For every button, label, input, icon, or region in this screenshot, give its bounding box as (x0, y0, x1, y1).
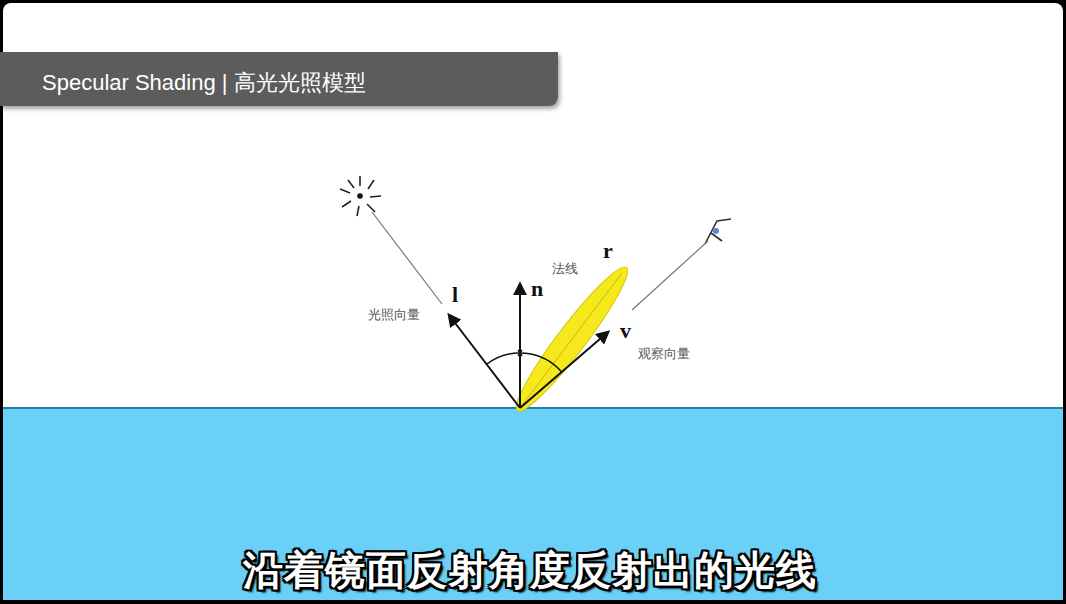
reflection-vector (520, 273, 622, 408)
surface-line (3, 407, 1063, 409)
title: Specular Shading | 高光光照模型 (42, 68, 366, 98)
caption: 沿着镜面反射角度反射出的光线 (0, 543, 1060, 598)
specular-lobe (506, 259, 637, 419)
light-source (340, 176, 381, 216)
vector-name: l (452, 282, 458, 308)
vector-name: v (620, 318, 631, 344)
view-vector (520, 332, 608, 408)
vector-name: r (603, 238, 613, 264)
light-ray (372, 212, 442, 304)
title-tab (0, 52, 558, 106)
annotation: 法线 (552, 260, 578, 278)
annotation: 光照向量 (368, 306, 420, 324)
normal-vector (519, 284, 521, 408)
light-vector (449, 315, 520, 408)
vector-name: n (531, 276, 543, 302)
annotation: 观察向量 (638, 345, 690, 363)
view-ray (632, 241, 708, 310)
angle-arc (487, 353, 562, 372)
eye-symbol (705, 219, 731, 244)
